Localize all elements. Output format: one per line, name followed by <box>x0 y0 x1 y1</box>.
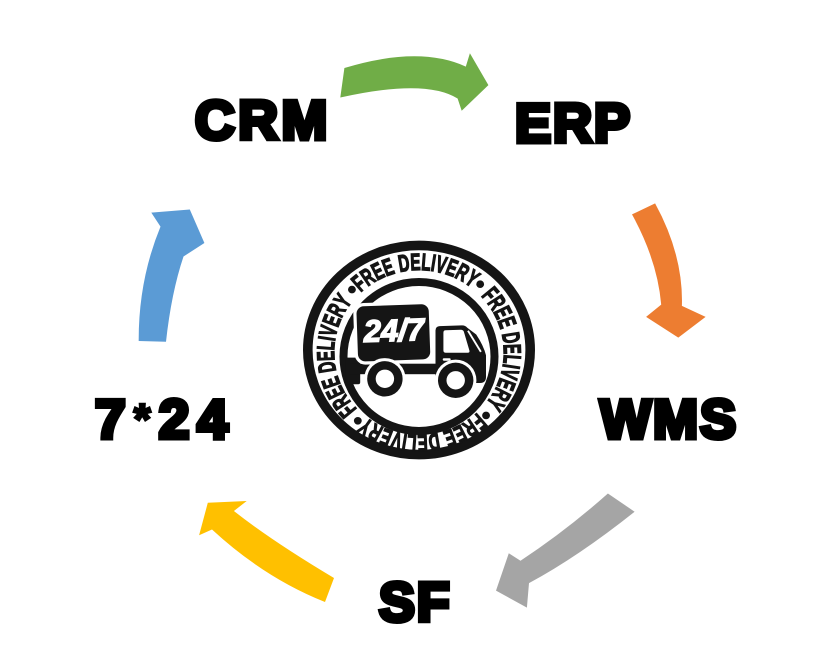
svg-text:D: D <box>396 250 411 278</box>
svg-text:E: E <box>313 351 340 362</box>
svg-text:I: I <box>429 251 437 277</box>
svg-text:I: I <box>314 335 341 343</box>
svg-text:E: E <box>410 250 421 277</box>
svg-text:L: L <box>420 250 431 277</box>
svg-text:E: E <box>417 429 428 456</box>
svg-text:L: L <box>313 340 340 351</box>
svg-text:D: D <box>426 427 441 455</box>
svg-text:I: I <box>497 362 524 370</box>
svg-text:D: D <box>496 331 524 346</box>
svg-text:D: D <box>314 360 342 375</box>
svg-text:I: I <box>400 428 408 454</box>
svg-text:L: L <box>497 354 524 365</box>
svg-text:L: L <box>406 429 417 456</box>
svg-text:E: E <box>498 344 525 355</box>
svg-text:24/7: 24/7 <box>362 312 426 349</box>
